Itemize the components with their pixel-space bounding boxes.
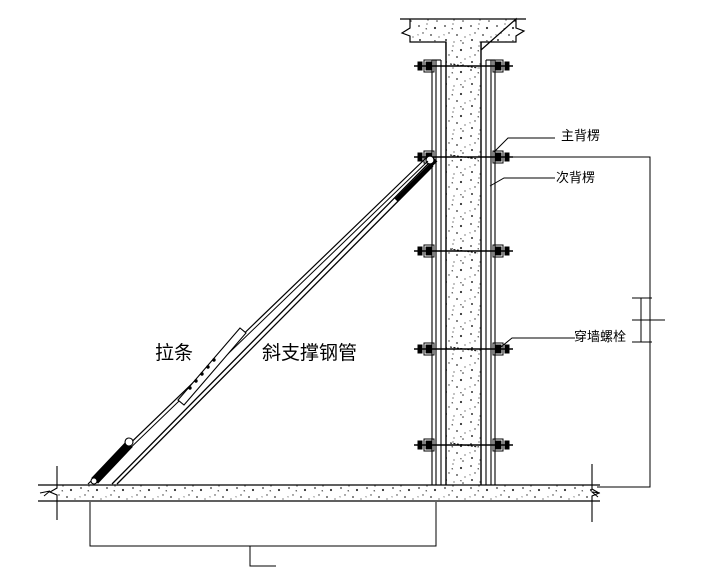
label-secondary-waler: 次背楞	[556, 171, 596, 186]
wall-bolt-5	[414, 438, 513, 452]
label-diagonal-brace: 斜支撑钢管	[262, 342, 358, 364]
label-tie-rod: 拉条	[155, 342, 194, 364]
diagonal-brace	[111, 155, 438, 485]
wall-bolt-1	[414, 59, 513, 73]
top-slab	[400, 17, 526, 52]
leader-lines	[489, 137, 575, 352]
dimension-lines	[89, 156, 665, 567]
label-wall-bolt: 穿墙螺栓	[574, 330, 627, 345]
wall-bolt-3	[414, 244, 513, 258]
tie-rod	[87, 157, 429, 485]
label-main-waler: 主背楞	[561, 129, 601, 144]
formwork-left	[431, 59, 442, 485]
ground-slab	[38, 464, 601, 522]
formwork-right	[485, 59, 496, 485]
concrete-wall	[445, 42, 482, 485]
